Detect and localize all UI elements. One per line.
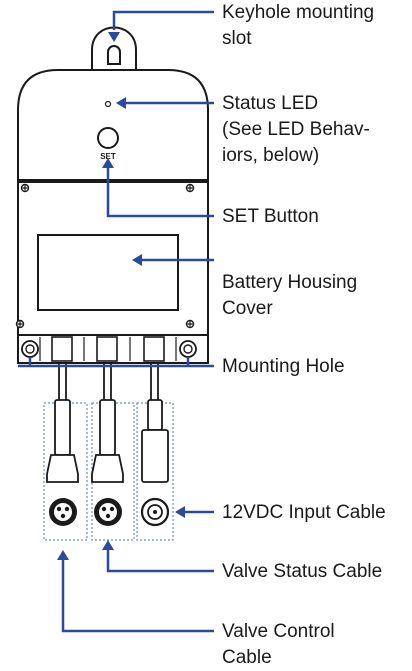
upper-housing [17,69,209,181]
arrowhead [102,158,114,168]
arrowhead [108,32,120,42]
arrowhead [102,540,114,550]
mounting-hole-icon [21,340,39,358]
set-button-label: SET [100,152,116,161]
keyhole-slot [107,45,121,65]
status-led-label: Status LED (See LED Behav- iors, below) [222,93,370,166]
keyhole-leader [112,10,214,30]
three-pin-connector-icon [49,498,77,526]
three-pin-connector-icon [94,498,122,526]
status-led [104,100,112,108]
valve-control-leader [61,558,214,633]
mounting-hole-icon [179,340,197,358]
screw-icon [20,183,30,193]
input-power-cable [136,363,174,541]
cable-gland [51,336,73,362]
set-button-callout-label: SET Button [222,206,319,227]
screw-icon [15,319,25,329]
mounting-hole-leader [18,358,214,368]
arrowhead [116,97,126,109]
cable-gland [96,336,118,362]
arrowhead [132,254,142,266]
valve-control-label: Valve Control Cable [222,621,335,668]
arrowhead [175,506,185,518]
input-cable-label: 12VDC Input Cable [222,502,386,523]
arrowhead [57,550,69,560]
screw-icon [185,319,195,329]
set-button[interactable] [97,127,119,149]
mounting-hole-label: Mounting Hole [222,356,345,377]
barrel-connector-icon [140,497,170,527]
battery-cover-label: Battery Housing Cover [222,272,358,319]
battery-housing-cover [37,234,179,311]
screw-icon [185,183,195,193]
keyhole-label: Keyhole mounting slot [222,2,375,49]
valve-status-leader [106,548,214,573]
valve-status-cable [91,363,135,541]
valve-status-label: Valve Status Cable [222,561,383,582]
set-button-leader [106,166,214,218]
cable-gland [143,336,165,362]
valve-control-cable [43,363,88,541]
